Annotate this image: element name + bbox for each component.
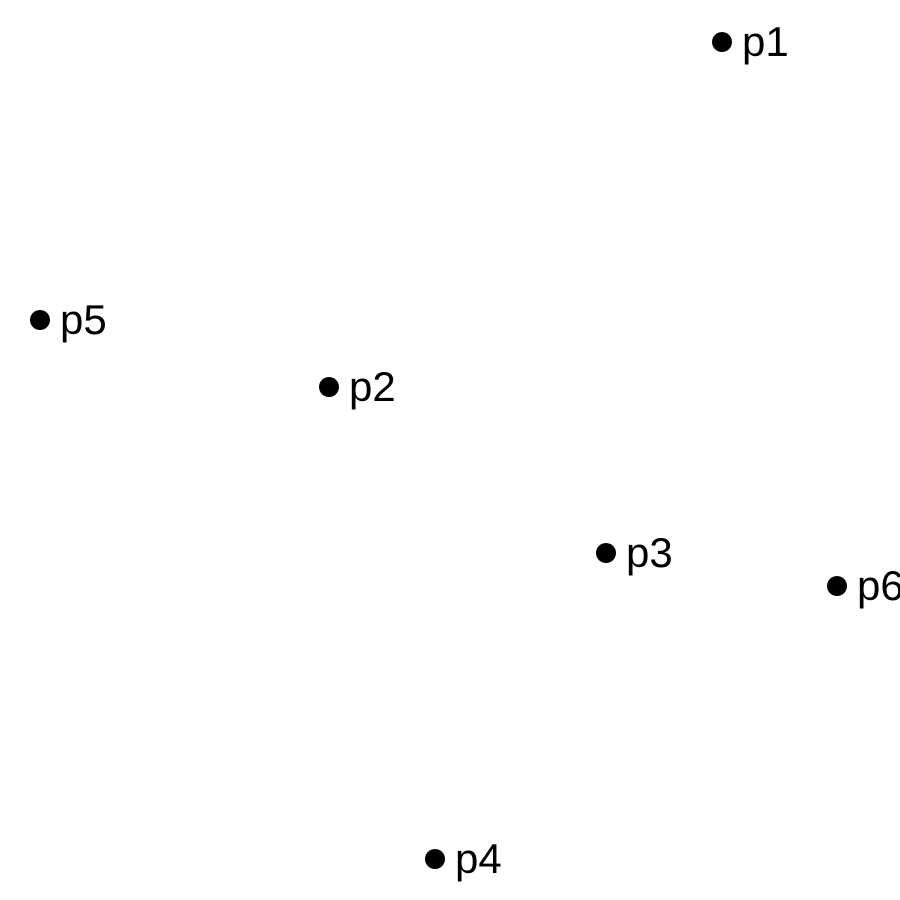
point-marker <box>712 32 732 52</box>
point-marker <box>319 377 339 397</box>
point-marker <box>596 543 616 563</box>
point-label: p6 <box>857 562 900 609</box>
point-label: p4 <box>455 835 502 882</box>
point-label: p3 <box>626 529 673 576</box>
point-marker <box>425 849 445 869</box>
point-label: p1 <box>742 18 789 65</box>
point-label: p2 <box>349 363 396 410</box>
point-marker <box>827 576 847 596</box>
point-marker <box>30 310 50 330</box>
point-label: p5 <box>60 296 107 343</box>
